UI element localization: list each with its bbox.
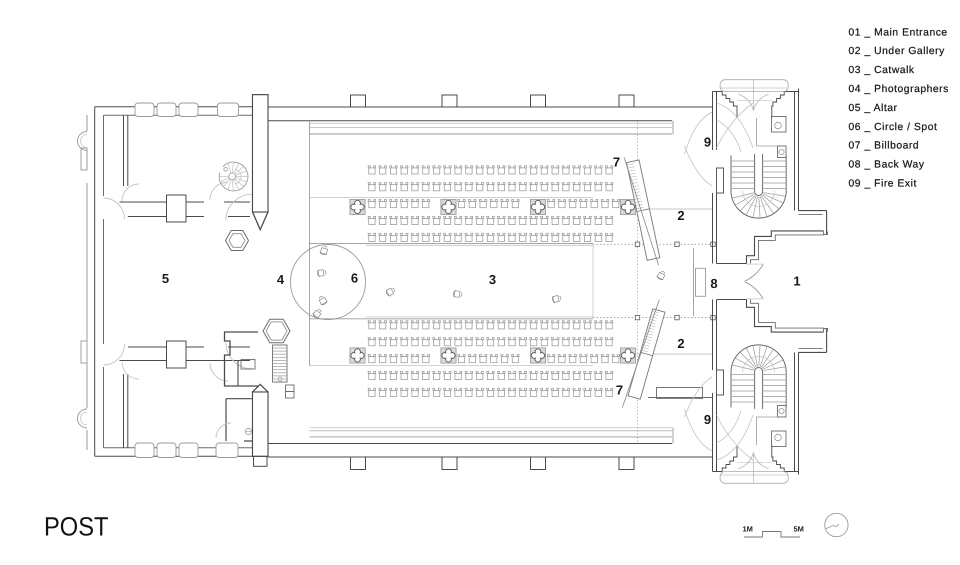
svg-text:06 _ Circle / Spot: 06 _ Circle / Spot	[849, 122, 938, 133]
svg-text:02 _ Under Gallery: 02 _ Under Gallery	[849, 46, 946, 57]
svg-text:03 _ Catwalk: 03 _ Catwalk	[849, 65, 915, 76]
svg-text:1M: 1M	[743, 525, 753, 534]
svg-text:8: 8	[710, 276, 717, 291]
svg-text:9: 9	[704, 135, 711, 150]
svg-text:09 _ Fire Exit: 09 _ Fire Exit	[849, 179, 917, 190]
svg-text:2: 2	[677, 336, 684, 351]
svg-text:04 _ Photographers: 04 _ Photographers	[849, 84, 949, 95]
svg-text:5M: 5M	[794, 525, 804, 534]
svg-text:7: 7	[616, 383, 623, 398]
svg-text:2: 2	[677, 208, 684, 223]
svg-text:05 _ Altar: 05 _ Altar	[849, 103, 898, 114]
svg-text:07 _ Billboard: 07 _ Billboard	[849, 141, 920, 152]
svg-text:01 _ Main Entrance: 01 _ Main Entrance	[849, 27, 948, 38]
svg-text:1: 1	[793, 274, 800, 289]
svg-text:6: 6	[351, 271, 358, 286]
svg-text:5: 5	[162, 271, 169, 286]
svg-text:9: 9	[704, 412, 711, 427]
svg-text:08 _ Back Way: 08 _ Back Way	[849, 160, 925, 171]
svg-text:4: 4	[277, 272, 285, 287]
svg-text:POST: POST	[44, 512, 109, 542]
svg-text:7: 7	[613, 155, 620, 170]
svg-text:3: 3	[489, 272, 496, 287]
